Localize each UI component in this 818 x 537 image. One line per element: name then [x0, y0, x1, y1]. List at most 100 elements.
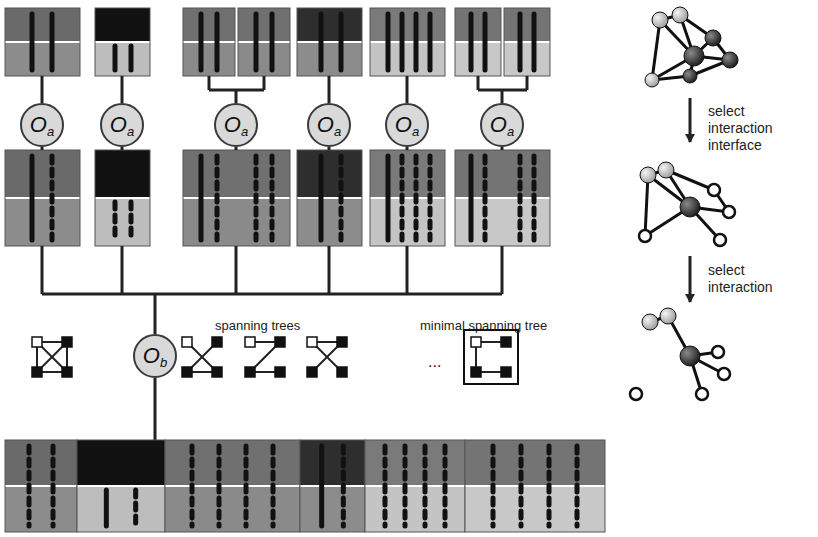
- atom: [660, 308, 676, 324]
- tree-vertex: [245, 367, 255, 377]
- wire: [121, 246, 124, 294]
- bar: [414, 14, 419, 70]
- wire: [501, 147, 504, 150]
- wire: [406, 76, 409, 103]
- bar: [30, 156, 35, 240]
- step-label: select interaction: [708, 262, 790, 296]
- wire: [154, 294, 157, 334]
- tree-vertex: [275, 337, 285, 347]
- dashed-bar: [113, 202, 118, 240]
- dashed-bar: [400, 156, 405, 240]
- panel-border: [95, 8, 150, 76]
- dashed-bar: [428, 156, 433, 240]
- wire: [121, 76, 124, 103]
- bar: [319, 446, 324, 526]
- atom: [642, 314, 658, 330]
- atom: [672, 7, 688, 23]
- panel-border: [455, 8, 501, 76]
- operator-symbol: O: [143, 343, 160, 369]
- panel-lower: [5, 486, 77, 532]
- operator-subscript: a: [241, 124, 248, 139]
- panel-lower: [5, 42, 80, 76]
- dashed-bar: [190, 446, 195, 526]
- panel-border: [5, 440, 77, 532]
- operator-circle: Oa: [307, 103, 351, 147]
- tree-vertex: [62, 337, 72, 347]
- atom: [684, 46, 704, 66]
- tree-vertex: [182, 337, 192, 347]
- atom: [680, 197, 700, 217]
- panel-divider: [365, 485, 465, 487]
- dashed-bar: [341, 446, 346, 526]
- panel-upper: [297, 8, 362, 42]
- wire: [235, 147, 238, 150]
- panel-upper: [504, 8, 550, 42]
- annotation: spanning trees: [215, 318, 300, 334]
- panel-divider: [5, 197, 80, 199]
- panel-lower: [370, 42, 445, 76]
- panel-lower: [465, 486, 605, 532]
- bar: [518, 14, 523, 70]
- bar: [319, 156, 324, 240]
- panel-divider: [183, 41, 235, 43]
- wire: [121, 147, 124, 150]
- dashed-bar: [254, 156, 259, 240]
- bar: [386, 14, 391, 70]
- panel-lower: [300, 486, 365, 532]
- wire: [328, 76, 331, 103]
- panel-divider: [77, 485, 165, 487]
- bar: [339, 14, 344, 70]
- tree-vertex: [471, 337, 481, 347]
- panel-border: [183, 8, 235, 76]
- panel-lower: [297, 42, 362, 76]
- annotation: minimal spanning tree: [420, 318, 547, 334]
- wire: [154, 378, 157, 440]
- atom: [722, 52, 738, 68]
- panel-upper: [297, 150, 362, 198]
- dashed-bar: [519, 446, 524, 526]
- dashed-bar: [270, 156, 275, 240]
- panel-lower: [365, 486, 465, 532]
- dashed-bar: [217, 446, 222, 526]
- dashed-bar: [491, 446, 496, 526]
- operator-subscript: a: [412, 124, 419, 139]
- panel-divider: [465, 485, 605, 487]
- bar: [199, 156, 204, 240]
- dashed-bar: [133, 490, 138, 526]
- panel-lower: [5, 198, 80, 246]
- panel-border: [5, 150, 80, 246]
- dashed-bar: [383, 446, 388, 526]
- panel-border: [95, 150, 150, 246]
- panel-upper: [95, 8, 150, 42]
- tree-vertex: [32, 367, 42, 377]
- bar: [113, 46, 118, 70]
- panel-upper: [183, 8, 235, 42]
- panel-lower: [183, 42, 235, 76]
- dashed-bar: [403, 446, 408, 526]
- operator-subscript: a: [507, 124, 514, 139]
- tree-vertex: [307, 337, 317, 347]
- dashed-bar: [547, 446, 552, 526]
- panel-divider: [370, 41, 445, 43]
- atom: [718, 368, 730, 380]
- panel-divider: [370, 197, 445, 199]
- wire: [42, 293, 502, 296]
- bar: [215, 14, 220, 70]
- panel-lower: [95, 198, 150, 246]
- atom: [714, 234, 726, 246]
- bar: [483, 14, 488, 70]
- operator-circle: Oa: [20, 103, 64, 147]
- panel-border: [297, 8, 362, 76]
- tree-vertex: [212, 367, 222, 377]
- panel-upper: [465, 440, 605, 486]
- operator-symbol: O: [30, 112, 47, 138]
- panel-divider: [95, 41, 150, 43]
- panel-upper: [455, 8, 501, 42]
- tree-vertex: [275, 367, 285, 377]
- tree-vertex: [62, 367, 72, 377]
- panel-border: [455, 150, 550, 246]
- panel-border: [365, 440, 465, 532]
- step-label: select interaction interface: [708, 103, 790, 153]
- dashed-bar: [27, 446, 32, 526]
